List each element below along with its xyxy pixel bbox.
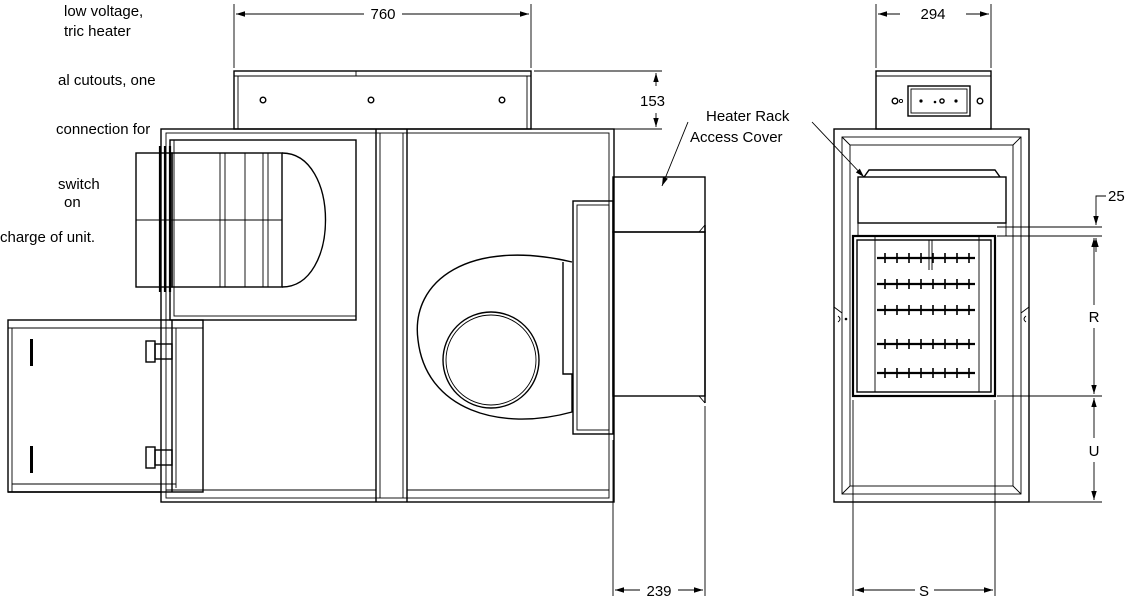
heater-rack bbox=[851, 234, 997, 398]
dimension-294: 294 bbox=[875, 4, 992, 68]
heater-elements bbox=[877, 240, 975, 378]
dimension-u: U bbox=[1029, 398, 1102, 503]
mounting-hole-2 bbox=[367, 96, 375, 104]
note-line-5: switch bbox=[58, 176, 100, 193]
blower-scroll bbox=[416, 254, 573, 420]
side-cabinet bbox=[833, 128, 1030, 503]
side-control-box bbox=[7, 319, 204, 493]
dimension-s: S bbox=[852, 400, 996, 600]
note-line-7: charge of unit. bbox=[0, 229, 95, 246]
dimension-153: 153 bbox=[534, 70, 665, 130]
dimension-239-label: 239 bbox=[646, 583, 671, 600]
outlet-collar bbox=[572, 176, 706, 435]
dimension-r: R bbox=[997, 238, 1102, 397]
top-mounting-box bbox=[233, 70, 532, 130]
mounting-hole-1 bbox=[259, 96, 267, 104]
dimension-u-label: U bbox=[1089, 443, 1100, 460]
dimension-s-label: S bbox=[919, 583, 929, 600]
note-line-3: al cutouts, one bbox=[58, 72, 156, 89]
dimension-760: 760 bbox=[233, 4, 532, 68]
callout-line-1: Heater Rack bbox=[706, 108, 790, 125]
main-cabinet bbox=[160, 128, 615, 503]
heater-rack-callout: Heater Rack Access Cover bbox=[661, 108, 865, 187]
dimension-153-label: 153 bbox=[640, 93, 665, 110]
note-line-6: on bbox=[64, 194, 81, 211]
dimension-25-label: 25 bbox=[1108, 188, 1125, 205]
side-view: 294 25 R U S bbox=[833, 4, 1125, 600]
dimension-r-label: R bbox=[1089, 309, 1100, 326]
front-view: 760 153 239 bbox=[7, 4, 706, 600]
dimension-760-label: 760 bbox=[370, 6, 395, 23]
notes-block: low voltage, tric heater al cutouts, one… bbox=[0, 3, 156, 246]
side-top-box bbox=[875, 70, 992, 130]
note-line-4: connection for bbox=[56, 121, 150, 138]
dimension-294-label: 294 bbox=[920, 6, 945, 23]
dimension-25: 25 bbox=[997, 188, 1125, 252]
note-line-2: tric heater bbox=[64, 23, 131, 40]
access-cover bbox=[857, 169, 1007, 236]
dimension-239: 239 bbox=[612, 406, 706, 600]
mounting-hole-3 bbox=[498, 96, 506, 104]
filter-bank bbox=[135, 139, 357, 321]
note-line-1: low voltage, bbox=[64, 3, 143, 20]
callout-line-2: Access Cover bbox=[690, 129, 783, 146]
